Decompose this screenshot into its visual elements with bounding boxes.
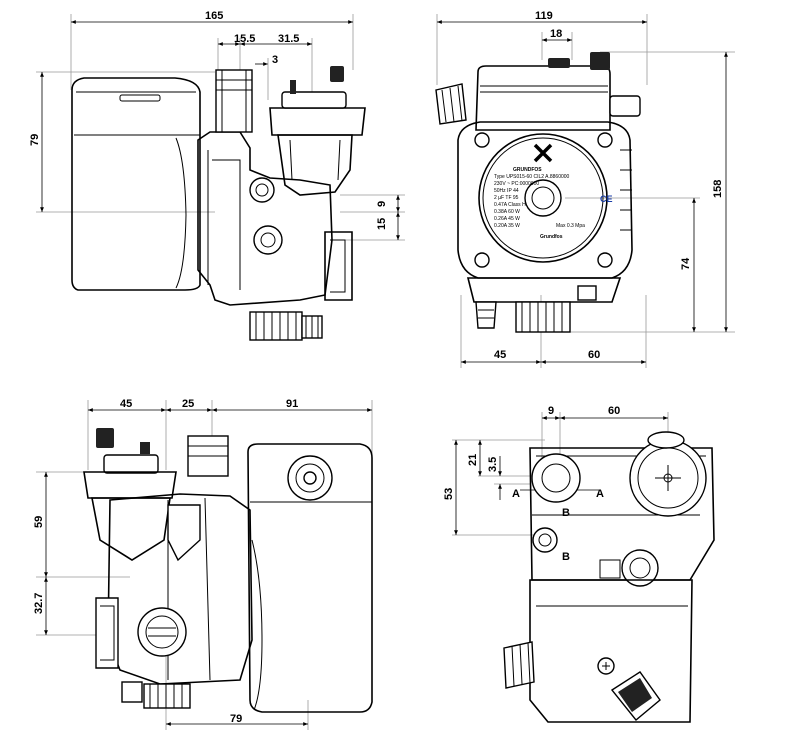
section-a-left: A bbox=[512, 488, 520, 500]
dim-rear-91: 91 bbox=[286, 398, 298, 410]
dim-top-3-5: 3.5 bbox=[487, 457, 499, 472]
side-view: 119 18 158 74 45 60 bbox=[435, 10, 735, 368]
dim-front-15-5: 15.5 bbox=[234, 33, 255, 45]
label-brand-bottom: Grundfos bbox=[540, 234, 563, 240]
dim-front-15: 15 bbox=[376, 218, 388, 230]
front-view: 165 15.5 31.5 3 79 9 15 bbox=[29, 10, 405, 341]
label-class: 0.47A Class H bbox=[494, 202, 526, 208]
dim-front-9: 9 bbox=[376, 201, 388, 207]
dim-top-53: 53 bbox=[443, 488, 455, 500]
label-type: Type UPS015-60 CIL2 A.8860000 bbox=[494, 174, 570, 180]
dim-side-18: 18 bbox=[550, 28, 562, 40]
rear-view: 45 25 91 59 32.7 79 bbox=[33, 398, 373, 730]
dim-front-3: 3 bbox=[272, 54, 278, 66]
dim-rear-79: 79 bbox=[230, 713, 242, 725]
dim-front-79: 79 bbox=[29, 134, 41, 146]
label-freq: 50Hz IP 44 bbox=[494, 188, 519, 194]
ce-mark: CE bbox=[600, 194, 613, 204]
label-voltage: 230V ~ PC:0000000 bbox=[494, 181, 539, 187]
dim-rear-32-7: 32.7 bbox=[33, 593, 45, 614]
dim-rear-45: 45 bbox=[120, 398, 132, 410]
dim-front-width: 165 bbox=[205, 10, 223, 22]
dim-rear-59: 59 bbox=[33, 516, 45, 528]
dim-side-width: 119 bbox=[535, 10, 553, 22]
dim-side-158: 158 bbox=[712, 180, 724, 198]
section-a-right: A bbox=[596, 488, 604, 500]
label-speed2: 0.26A 45 W bbox=[494, 216, 520, 222]
label-brand-line: GRUNDFOS bbox=[513, 167, 542, 173]
label-cap: 2 µF TF 95 bbox=[494, 195, 519, 201]
label-pressure: Max 0.3 Mpa bbox=[556, 223, 585, 229]
dim-front-31-5: 31.5 bbox=[278, 33, 299, 45]
dim-top-9: 9 bbox=[548, 405, 554, 417]
top-view: 9 60 21 3.5 53 A A B B bbox=[443, 405, 715, 723]
dim-rear-25: 25 bbox=[182, 398, 194, 410]
dim-side-60: 60 bbox=[588, 349, 600, 361]
label-speed1: 0.20A 35 W bbox=[494, 223, 520, 229]
label-speed3: 0.38A 60 W bbox=[494, 209, 520, 215]
dim-side-45: 45 bbox=[494, 349, 506, 361]
section-b-top: B bbox=[562, 507, 570, 519]
dim-top-21: 21 bbox=[467, 454, 479, 466]
section-b-bottom: B bbox=[562, 551, 570, 563]
dim-side-74: 74 bbox=[680, 257, 692, 270]
dim-top-60: 60 bbox=[608, 405, 620, 417]
